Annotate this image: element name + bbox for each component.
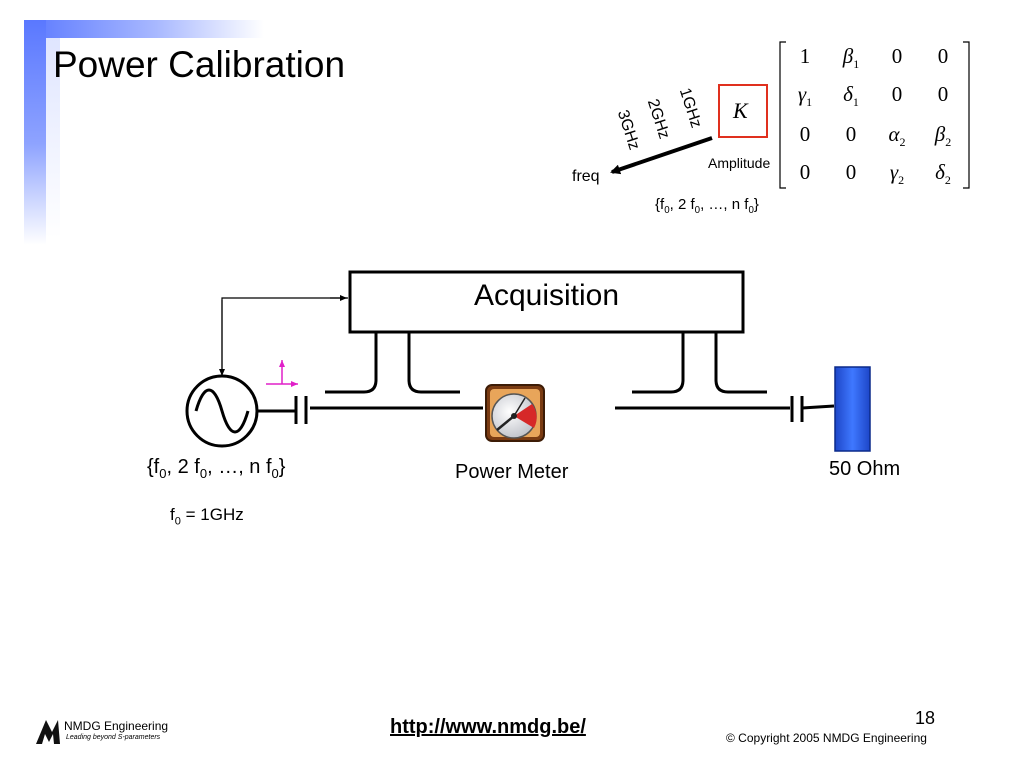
matrix-cell: 0 [845, 122, 857, 146]
fundamental-frequency-label: f0 = 1GHz [170, 505, 244, 528]
dc-block-right [790, 396, 835, 422]
matrix-cell: δ2 [935, 160, 951, 188]
page-number: 18 [915, 708, 936, 728]
harmonic-set-top: {f0, 2 f0, …, n f0} [655, 196, 759, 216]
power-meter-icon [485, 384, 545, 442]
matrix-cell: β1 [842, 44, 860, 72]
feedback-line [221, 297, 348, 378]
nmdg-logo-icon [36, 720, 60, 744]
matrix-cell: γ1 [797, 82, 813, 110]
sine-wave-icon [194, 388, 250, 434]
slide-title: Power Calibration [53, 44, 346, 85]
title-accent-bar [24, 20, 264, 38]
matrix-cell: 0 [891, 44, 903, 68]
load-50-ohm [834, 366, 871, 452]
amplitude-label: Amplitude [708, 155, 771, 171]
source-harmonic-set: {f0, 2 f0, …, n f0} [147, 456, 286, 481]
matrix-cell: 0 [891, 82, 903, 106]
coupler-right [632, 333, 767, 394]
calibration-matrix: 1 β1 0 0 γ1 δ1 0 0 0 0 α2 β2 0 0 γ2 δ2 [782, 40, 972, 190]
matrix-cell: 1 [799, 44, 811, 68]
dc-block-left [294, 396, 308, 424]
freq-axis-label: freq [572, 168, 600, 185]
matrix-cell: β2 [934, 122, 952, 150]
copyright-notice: © Copyright 2005 NMDG Engineering [726, 731, 927, 745]
side-accent-bar [24, 20, 46, 245]
matrix-cell: 0 [799, 160, 811, 184]
load-label: 50 Ohm [829, 458, 901, 480]
power-meter-label: Power Meter [455, 461, 569, 483]
logo-name: NMDG Engineering [64, 719, 169, 733]
matrix-cell: 0 [937, 82, 949, 106]
magenta-axes-icon [266, 360, 298, 387]
coupler-left [325, 333, 460, 394]
matrix-cell: 0 [799, 122, 811, 146]
matrix-cell: 0 [937, 44, 949, 68]
k-symbol: K [733, 98, 748, 123]
freq-axis-arrow [610, 136, 713, 175]
footer-url-link[interactable]: http://www.nmdg.be/ [390, 716, 586, 738]
logo-tagline: Leading beyond S-parameters [66, 734, 161, 741]
matrix-brackets [779, 41, 970, 189]
acquisition-label: Acquisition [473, 279, 620, 312]
matrix-cell: 0 [845, 160, 857, 184]
matrix-cell: δ1 [843, 82, 859, 110]
matrix-cell: γ2 [889, 160, 905, 188]
k-coefficient-box [718, 84, 768, 138]
matrix-cell: α2 [888, 122, 906, 150]
side-accent-fade [46, 38, 60, 238]
acquisition-box [348, 270, 745, 334]
